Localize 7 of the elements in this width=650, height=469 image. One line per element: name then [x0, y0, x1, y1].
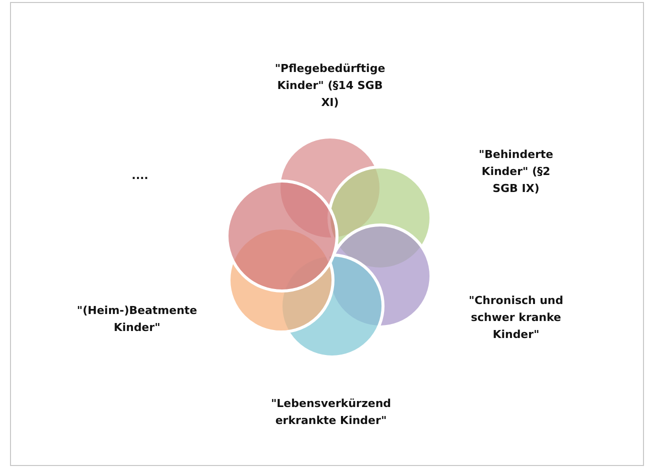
- category-label: "Lebensverkürzend erkrankte Kinder": [270, 396, 392, 429]
- category-label: "Behinderte Kinder" (§2 SGB IX): [478, 147, 554, 197]
- category-label: "Chronisch und schwer kranke Kinder": [468, 293, 564, 343]
- category-label: ....: [130, 168, 150, 184]
- category-label: "(Heim-)Beatmente Kinder": [76, 303, 198, 336]
- category-label: "Pflegebedürftige Kinder" (§14 SGB XI): [274, 61, 386, 111]
- venn-circle: [226, 180, 338, 292]
